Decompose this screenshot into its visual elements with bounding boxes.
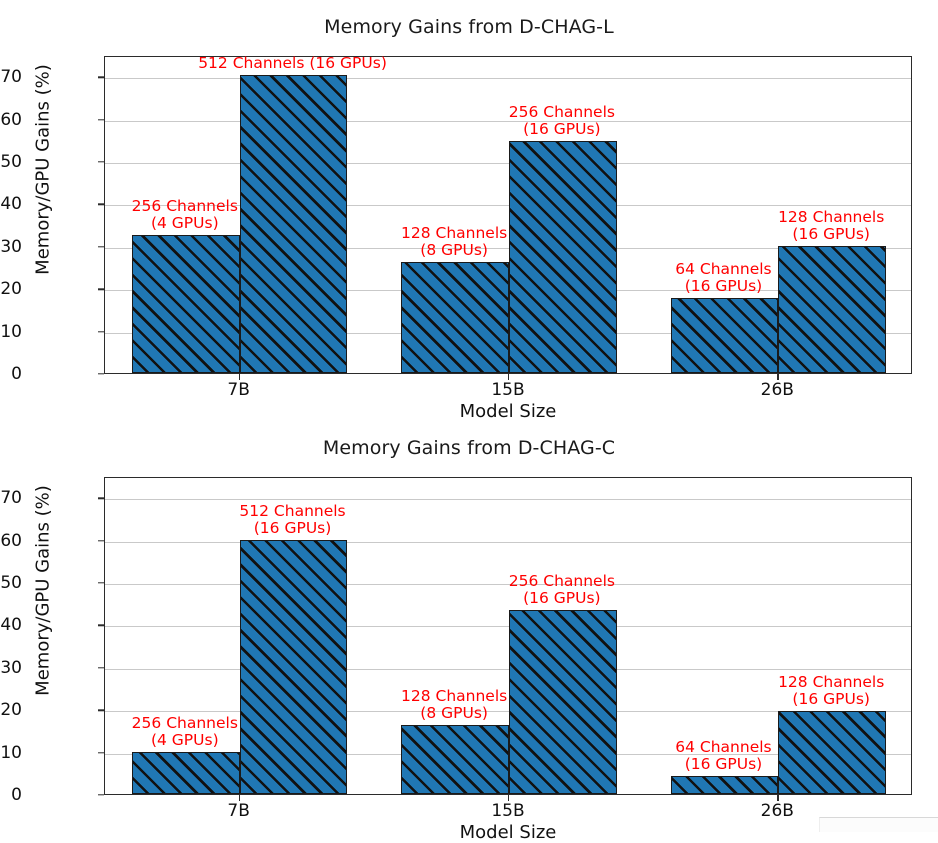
- chart-title-top: Memory Gains from D-CHAG-L: [324, 16, 614, 38]
- x-tick-mark: [508, 374, 510, 380]
- x-tick-mark: [238, 795, 241, 801]
- x-tick-mark: [777, 374, 779, 380]
- gridline-y: [105, 499, 911, 501]
- x-tick-mark: [777, 795, 779, 801]
- bar[interactable]: [670, 775, 779, 794]
- y-tick-label: 50: [0, 573, 22, 593]
- y-tick-label: 0: [11, 364, 22, 384]
- y-tick-label: 10: [0, 321, 22, 342]
- gridline-y: [105, 78, 911, 80]
- bar[interactable]: [778, 711, 887, 794]
- y-tick-label: 20: [0, 279, 22, 300]
- y-tick-label: 60: [0, 530, 22, 551]
- bar[interactable]: [131, 752, 240, 794]
- y-tick-mark: [98, 709, 104, 711]
- x-tick-mark: [508, 795, 510, 801]
- gridline-y: [105, 247, 911, 249]
- x-axis-label-top: Model Size: [459, 401, 557, 422]
- bar[interactable]: [401, 725, 509, 794]
- y-tick-label: 20: [0, 700, 22, 721]
- plot-clip-top: [105, 57, 911, 373]
- y-tick-mark: [98, 373, 104, 375]
- y-tick-mark: [98, 118, 104, 121]
- x-tick-label: 7B: [227, 380, 250, 400]
- chart-panel-bottom: Memory Gains from D-CHAG-C Memory/GPU Ga…: [0, 421, 938, 843]
- y-tick-mark: [98, 794, 104, 796]
- gridline-y: [105, 584, 911, 585]
- y-tick-mark: [98, 76, 104, 78]
- y-tick-label: 70: [0, 67, 22, 88]
- x-tick-label: 26B: [760, 801, 794, 821]
- plot-clip-bottom: [105, 478, 911, 794]
- y-tick-label: 0: [11, 785, 22, 805]
- bar[interactable]: [778, 245, 887, 373]
- bar[interactable]: [670, 298, 779, 373]
- x-axis-label-bottom: Model Size: [459, 822, 557, 843]
- y-tick-mark: [98, 667, 104, 669]
- bar[interactable]: [239, 540, 348, 794]
- y-tick-label: 40: [0, 615, 22, 636]
- chart-panel-top: Memory Gains from D-CHAG-L Memory/GPU Ga…: [0, 0, 938, 422]
- x-tick-mark: [238, 374, 241, 380]
- y-tick-mark: [98, 161, 104, 163]
- y-tick-mark: [98, 582, 104, 584]
- y-tick-label: 70: [0, 488, 22, 509]
- bar[interactable]: [509, 609, 617, 794]
- corner-artifact: [819, 817, 938, 832]
- y-tick-mark: [98, 288, 104, 290]
- gridline-y: [105, 205, 911, 207]
- y-tick-label: 30: [0, 236, 22, 257]
- x-tick-label: 26B: [760, 380, 794, 400]
- gridline-y: [105, 668, 911, 670]
- y-axis-label-top: Memory/GPU Gains (%): [32, 64, 54, 275]
- bar[interactable]: [239, 75, 348, 373]
- gridline-y: [105, 626, 911, 628]
- bar[interactable]: [131, 235, 240, 373]
- x-tick-label: 15B: [491, 801, 525, 821]
- y-tick-mark: [98, 751, 104, 754]
- gridline-y: [105, 120, 911, 122]
- y-axis-label-bottom: Memory/GPU Gains (%): [32, 485, 54, 696]
- y-tick-mark: [98, 246, 104, 248]
- y-tick-label: 50: [0, 152, 22, 172]
- y-tick-mark: [98, 624, 104, 627]
- y-tick-mark: [98, 497, 104, 499]
- y-tick-mark: [98, 203, 104, 206]
- plot-area-top: [104, 56, 912, 374]
- y-tick-label: 40: [0, 194, 22, 215]
- bar[interactable]: [401, 261, 509, 373]
- gridline-y: [105, 163, 911, 164]
- plot-area-bottom: [104, 477, 912, 795]
- y-tick-mark: [98, 330, 104, 333]
- y-tick-label: 60: [0, 109, 22, 130]
- x-tick-label: 15B: [491, 380, 525, 400]
- bar[interactable]: [509, 140, 617, 373]
- x-tick-label: 7B: [227, 801, 250, 821]
- y-tick-mark: [98, 539, 104, 542]
- gridline-y: [105, 711, 911, 713]
- y-tick-label: 10: [0, 742, 22, 763]
- y-tick-label: 30: [0, 657, 22, 678]
- chart-title-bottom: Memory Gains from D-CHAG-C: [322, 437, 616, 459]
- gridline-y: [105, 541, 911, 543]
